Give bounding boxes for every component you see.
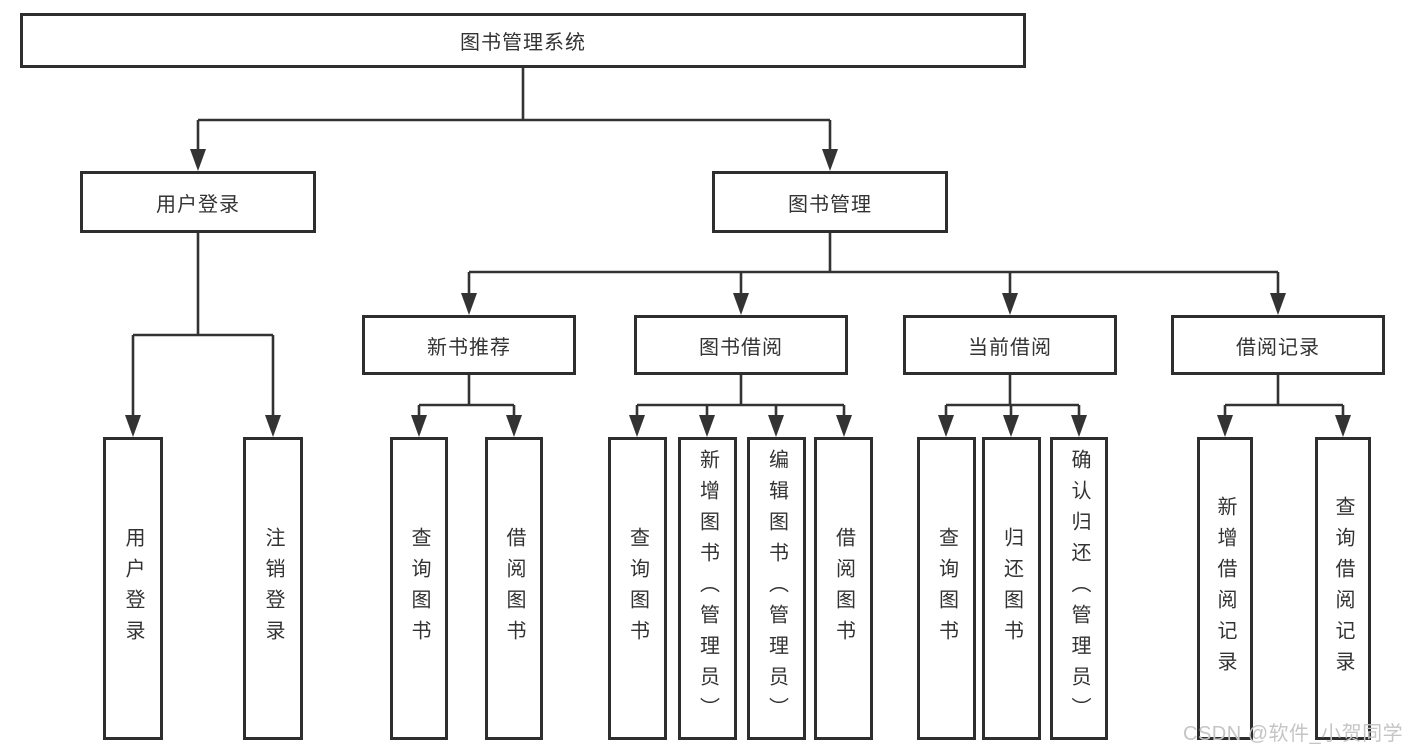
node-leaf-user-login: 用户登录 [103,437,163,740]
node-label: 确认归还（管理员） [1068,449,1090,728]
node-label: 新增借阅记录 [1214,495,1236,682]
node-label: 查询图书 [935,526,958,651]
node-label: 查询图书 [408,526,430,651]
node-new-book-recommendation: 新书推荐 [362,315,576,375]
node-label: 查询借阅记录 [1332,495,1354,682]
node-label: 图书管理 [788,193,872,216]
node-root-system: 图书管理系统 [20,13,1026,68]
node-label: 新书推荐 [427,336,511,359]
csdn-watermark: CSDN @软件_小贺同学 [1183,723,1404,745]
node-book-borrowing: 图书借阅 [634,315,848,375]
node-leaf-logout: 注销登录 [243,437,303,740]
node-leaf-query-books-1: 查询图书 [390,437,448,740]
node-borrowing-records: 借阅记录 [1171,315,1385,375]
node-leaf-add-books-admin: 新增图书（管理员） [678,437,737,740]
node-label: 归还图书 [1000,526,1023,651]
node-current-borrowing: 当前借阅 [903,315,1117,375]
node-leaf-edit-books-admin: 编辑图书（管理员） [747,437,806,740]
node-label: 用户登录 [156,193,240,216]
node-label: 查询图书 [626,526,649,651]
node-leaf-return-books: 归还图书 [982,437,1041,740]
node-leaf-query-books-2: 查询图书 [608,437,667,740]
node-leaf-confirm-return-admin: 确认归还（管理员） [1050,437,1108,740]
node-label: 当前借阅 [968,336,1052,359]
node-label: 借阅图书 [832,526,855,651]
node-leaf-query-books-3: 查询图书 [917,437,976,740]
node-leaf-add-borrow-record: 新增借阅记录 [1197,437,1253,740]
node-label: 注销登录 [262,526,284,651]
node-label: 新增图书（管理员） [696,449,719,728]
node-label: 图书借阅 [699,336,783,359]
node-label: 编辑图书（管理员） [765,449,788,728]
node-leaf-borrow-books-1: 借阅图书 [485,437,543,740]
node-leaf-borrow-books-2: 借阅图书 [814,437,873,740]
node-label: 借阅记录 [1236,336,1320,359]
node-label: 借阅图书 [503,526,525,651]
node-label: 用户登录 [122,526,144,651]
node-root-label: 图书管理系统 [460,32,586,54]
node-user-login-branch: 用户登录 [80,171,316,233]
node-leaf-query-borrow-record: 查询借阅记录 [1315,437,1371,740]
node-book-management-branch: 图书管理 [712,171,948,233]
